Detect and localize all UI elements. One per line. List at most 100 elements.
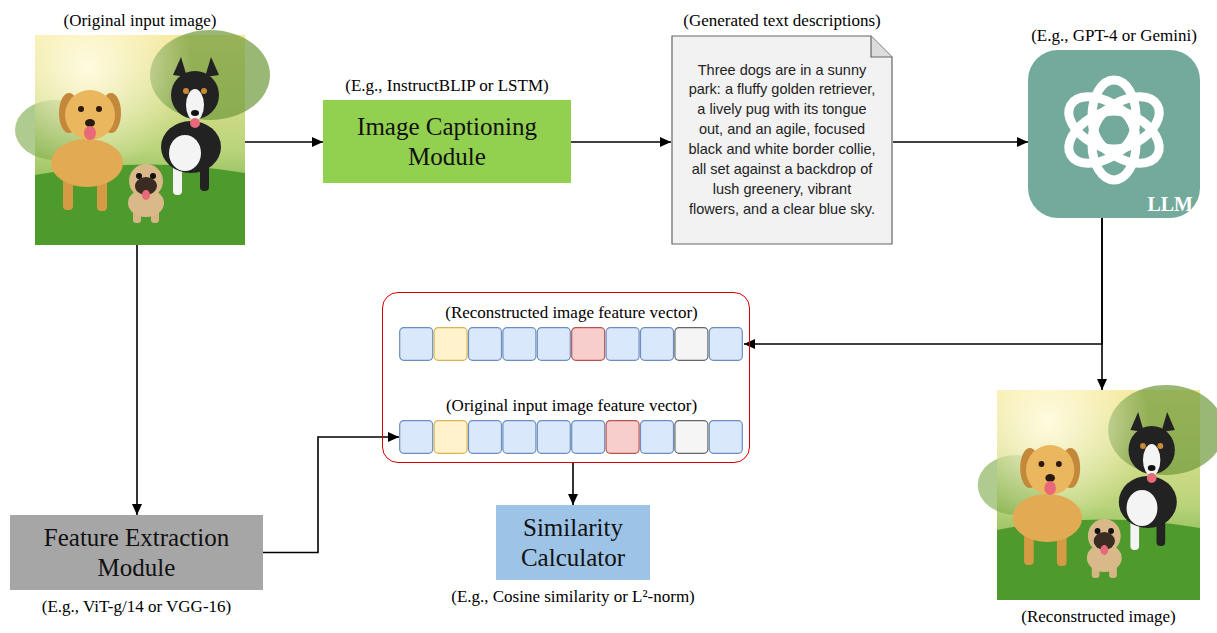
illustration-part [85,119,95,127]
illustration-part [997,390,1200,600]
arrow-connector [245,141,323,143]
illustration-part [35,35,245,245]
illustration-part [1095,528,1101,534]
illustration-part [78,106,84,112]
caption-label: (Generated text descriptions) [683,11,880,31]
document-shape: (Generated text descriptions)Three dogs … [671,35,893,245]
illustration-part [469,328,502,361]
illustration-part [136,173,142,179]
illustration-part [606,328,639,361]
illustration-part [169,135,201,171]
illustration-part [1060,86,1144,160]
illustration-part [1147,473,1157,483]
illustration-part [1127,490,1158,526]
description-text: Three dogs are in a sunny park: a fluffy… [671,47,893,234]
caption-label: (E.g., ViT-g/14 or VGG-16) [42,597,231,617]
illustration-part [399,420,744,454]
illustration-part [503,328,536,361]
illustration-part [65,90,115,140]
box-title: Feature Extraction Module [10,519,263,587]
illustration-part [35,35,245,245]
caption-label: (E.g., InstructBLIP or LSTM) [345,76,548,96]
illustration-part [1060,80,1169,180]
illustration-part [205,57,219,77]
illustration-part [1101,117,1127,143]
caption-label: (Original input image) [64,11,217,31]
llm-icon: (E.g., GPT-4 or Gemini)LLM [1028,50,1200,218]
illustration-part [1140,443,1146,449]
box-title: Image Captioning Module [323,108,571,176]
illustration-part [1044,481,1056,495]
illustration-part [1161,412,1175,432]
illustration-part [709,328,742,361]
arrow-connector [572,463,574,505]
illustration-part [572,421,605,454]
icon-label: LLM [1147,194,1193,214]
arrow-connector [571,141,671,143]
illustration-part [161,121,221,173]
illustration-part [997,390,1200,600]
illustration-part [201,88,207,94]
caption-label: (E.g., Cosine similarity or L²-norm) [451,587,695,607]
illustration-part [84,126,96,140]
illustration-part [1087,544,1122,572]
group-box: (Reconstructed image feature vector) (Ori… [382,292,750,463]
illustration-part [641,421,674,454]
illustration-part [96,106,102,112]
illustration-part [641,328,674,361]
illustration-part [871,36,892,57]
illustration-part [1100,545,1108,555]
illustration-part [191,110,199,116]
reconstructed-image: (Reconstructed image) [997,390,1200,600]
illustration-part [1012,494,1082,542]
illustration-part [709,421,742,454]
illustration-part [675,328,708,361]
arrow-connector [1101,218,1103,390]
illustration-part [1119,476,1177,528]
illustration-part [142,190,150,200]
illustration-part [51,139,123,187]
illustration-part [1143,444,1160,476]
illustration-part [400,328,433,361]
caption-label: (Reconstructed image) [1021,607,1175,627]
arrow-connector [893,141,1028,143]
illustration-part [1028,50,1200,218]
illustration-part [1039,461,1045,467]
caption-label: (Original input image feature vector) [446,396,697,416]
arrow-connector [263,437,399,553]
illustration-part [503,421,536,454]
process-box: Similarity Calculator(E.g., Cosine simil… [496,505,650,580]
illustration-part [1157,443,1163,449]
feature-vector: (Reconstructed image feature vector) [399,327,744,361]
process-box: (E.g., InstructBLIP or LSTM)Image Captio… [323,100,571,183]
illustration-part [672,36,892,244]
illustration-part [997,390,1200,600]
feature-vector: (Original input image feature vector) [399,420,744,454]
illustration-part [1108,528,1114,534]
illustration-part [675,421,708,454]
illustration-part [183,88,189,94]
illustration-part [190,118,200,128]
caption-label: (E.g., GPT-4 or Gemini) [1031,26,1197,46]
illustration-part [1026,445,1074,495]
illustration-part [150,173,156,179]
input-image: (Original input image) [35,35,245,245]
illustration-part [399,327,744,361]
box-title: Similarity Calculator [496,509,650,577]
illustration-part [537,328,570,361]
illustration-part [537,421,570,454]
illustration-part [434,421,467,454]
illustration-part [186,89,204,121]
illustration-part [469,421,502,454]
illustration-part [572,328,605,361]
arrow-connector [136,245,138,515]
illustration-part [400,421,433,454]
illustration-part [434,328,467,361]
illustration-part [606,421,639,454]
illustration-part [128,189,164,217]
illustration-part [1028,50,1200,218]
illustration-part [1148,465,1156,471]
illustration-part [35,35,245,245]
illustration-part [1056,461,1062,467]
